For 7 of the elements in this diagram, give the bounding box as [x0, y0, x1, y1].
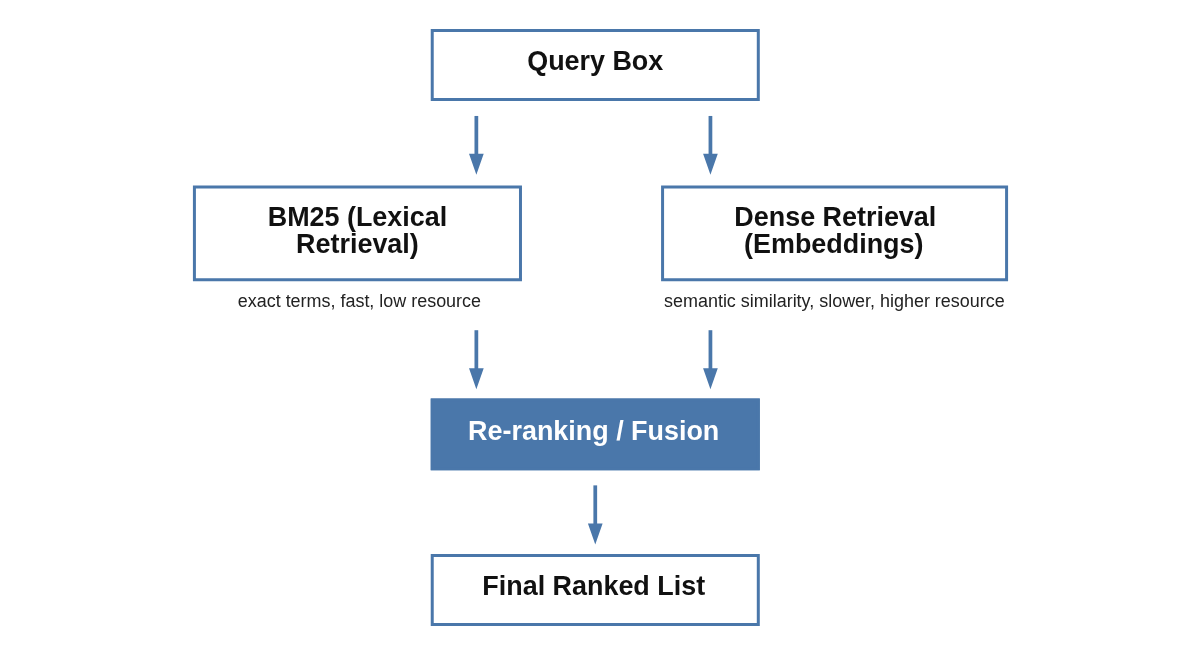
node-label: exact terms, fast, low resource — [237, 291, 481, 312]
arrow — [587, 485, 603, 545]
arrow — [468, 330, 484, 390]
arrow — [702, 330, 718, 390]
arrow — [468, 115, 484, 175]
arrow — [702, 115, 718, 175]
node-label: semantic similarity, slower, higher resource — [663, 291, 1005, 312]
